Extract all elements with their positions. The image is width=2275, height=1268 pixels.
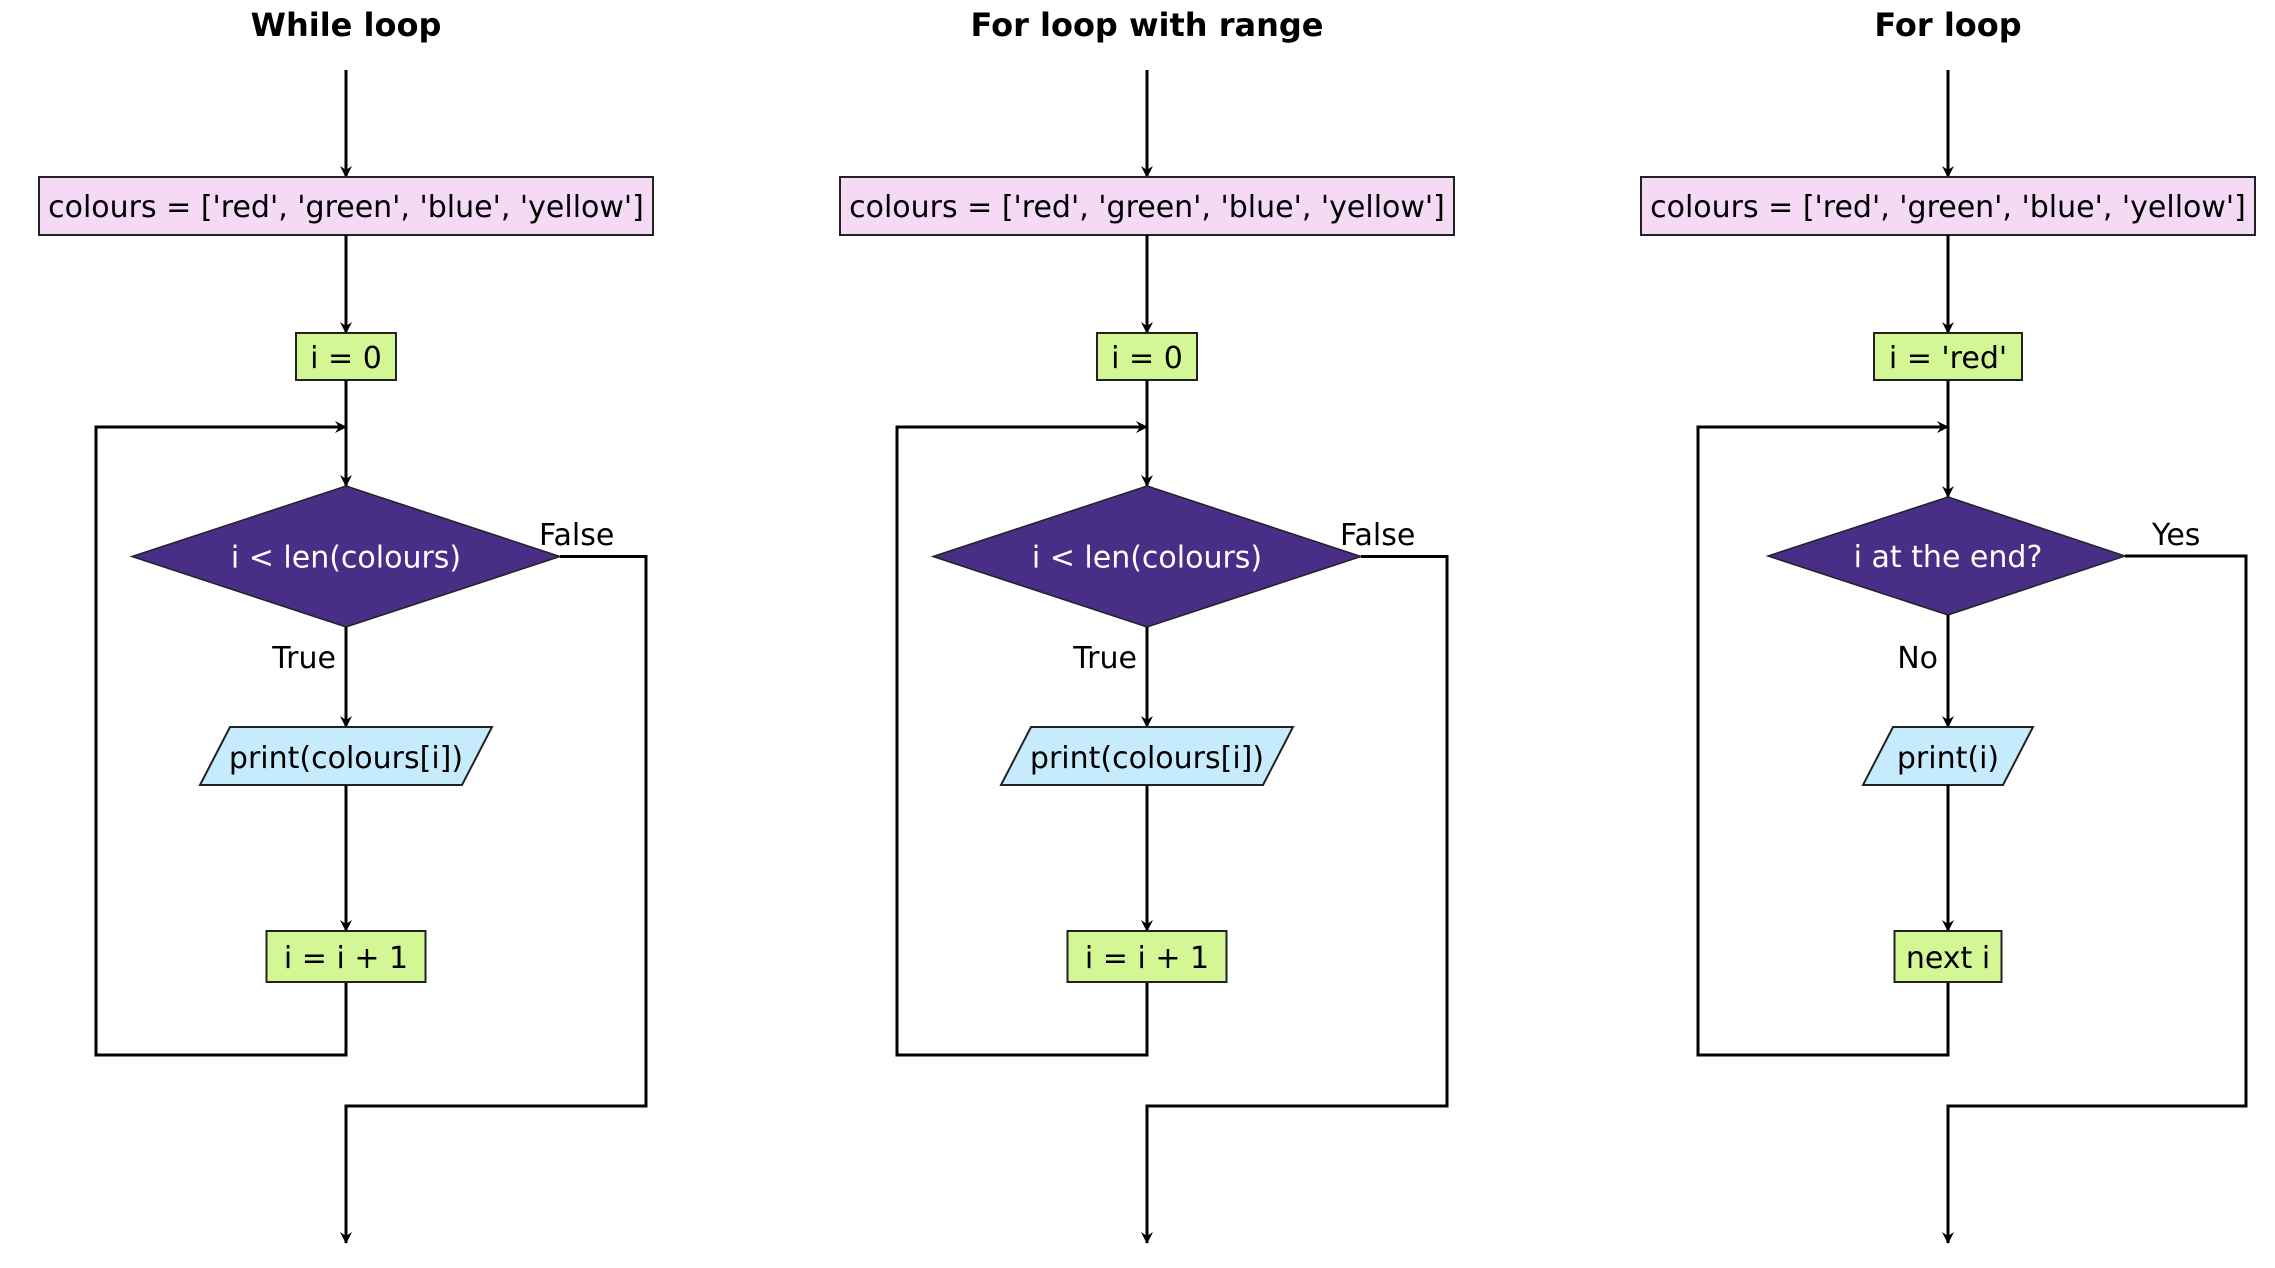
exit-label: Yes xyxy=(2151,518,2200,553)
init-node-text: i = 'red' xyxy=(1889,341,2007,376)
step-node-text: i = i + 1 xyxy=(284,941,408,976)
io-node-box xyxy=(1861,726,2035,786)
step-node-box xyxy=(1893,930,2003,983)
decision-text: i at the end? xyxy=(1854,540,2043,575)
step-node-box xyxy=(265,930,427,983)
exit-label: False xyxy=(539,518,614,553)
loop-back-edge xyxy=(94,421,348,1057)
loop-back-edge xyxy=(895,421,1149,1057)
exit-edge xyxy=(1942,554,2248,1244)
list-node-text: colours = ['red', 'green', 'blue', 'yell… xyxy=(849,190,1445,225)
exit-label: False xyxy=(1340,518,1415,553)
init-node-text: i = 0 xyxy=(310,341,382,376)
io-node-text: print(colours[i]) xyxy=(1030,741,1264,776)
step-node-text: i = i + 1 xyxy=(1085,941,1209,976)
list-node-box xyxy=(1640,176,2256,236)
flowchart-panel-1: While loop colours = ['red', 'green', 'bl… xyxy=(38,6,654,1244)
io-node-box xyxy=(198,726,494,786)
io-node-box xyxy=(999,726,1295,786)
init-node-text: i = 0 xyxy=(1111,341,1183,376)
panel-title: For loop xyxy=(1874,6,2021,44)
io-node-text: print(i) xyxy=(1897,741,1999,776)
flowchart-panel-2: For loop with range colours = ['red', 'gr… xyxy=(839,6,1455,1244)
exit-edge xyxy=(1141,555,1449,1244)
exit-edge xyxy=(340,555,648,1244)
step-node-box xyxy=(1066,930,1228,983)
io-node-text: print(colours[i]) xyxy=(229,741,463,776)
continue-label: No xyxy=(1897,641,1938,676)
init-node-box xyxy=(1873,332,2023,381)
step-node-text: next i xyxy=(1906,941,1990,976)
flowchart-panel-3: For loop colours = ['red', 'green', 'blue… xyxy=(1640,6,2256,1244)
list-node-text: colours = ['red', 'green', 'blue', 'yell… xyxy=(1650,190,2246,225)
panel-title: While loop xyxy=(251,6,442,44)
init-node-box xyxy=(295,332,397,381)
panel-title: For loop with range xyxy=(971,6,1324,44)
list-node-box xyxy=(839,176,1455,236)
decision-text: i < len(colours) xyxy=(231,541,461,576)
list-node-text: colours = ['red', 'green', 'blue', 'yell… xyxy=(48,190,644,225)
continue-label: True xyxy=(271,641,336,676)
decision-text: i < len(colours) xyxy=(1032,541,1262,576)
continue-label: True xyxy=(1072,641,1137,676)
loop-back-edge xyxy=(1696,421,1950,1057)
